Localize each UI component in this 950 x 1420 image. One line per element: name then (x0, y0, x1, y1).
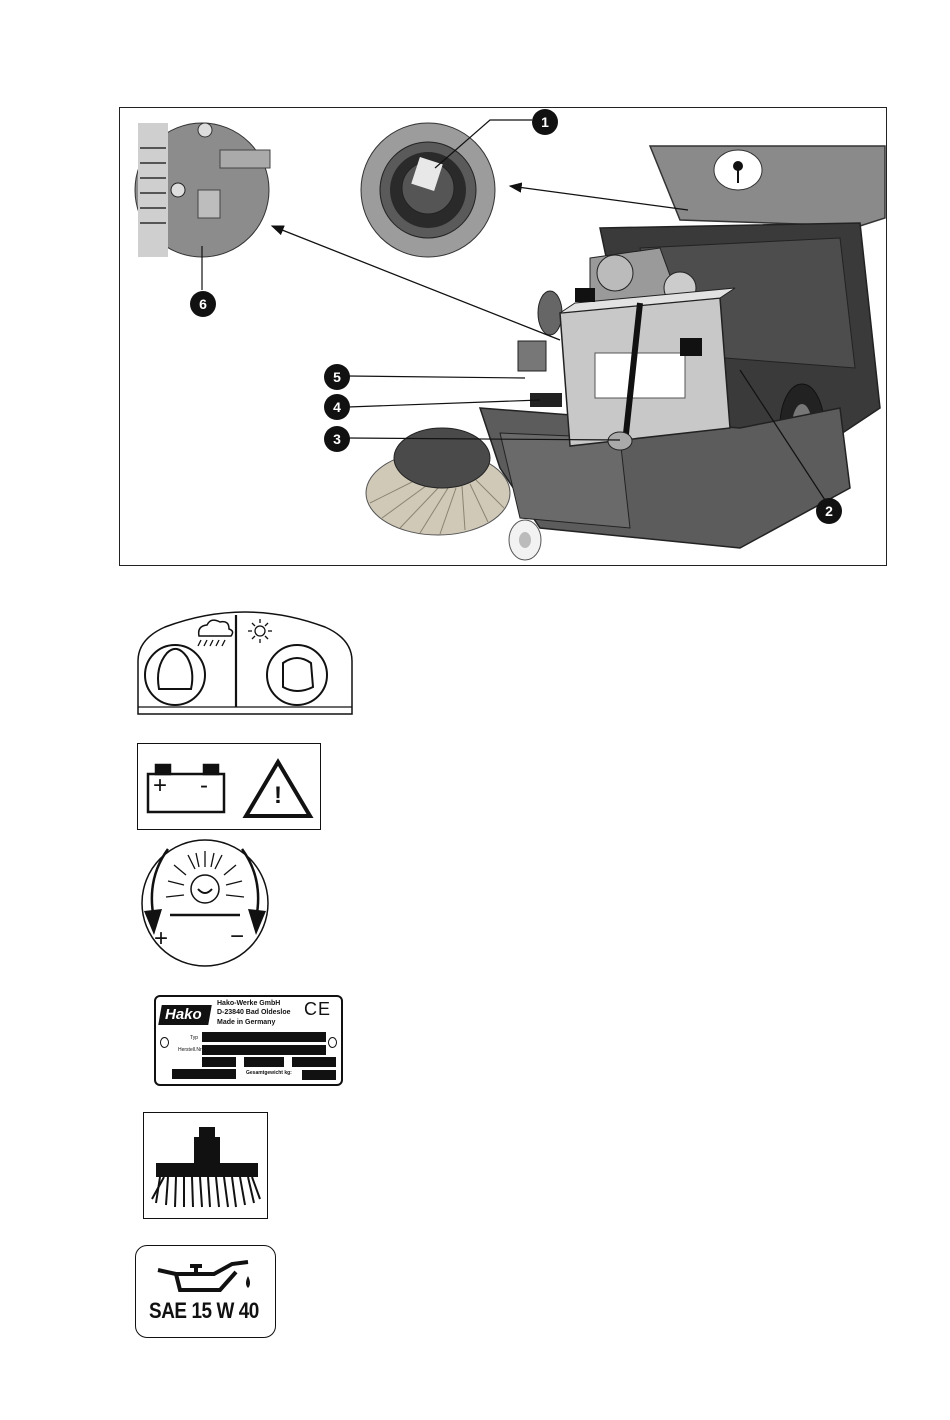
type-plate: Hako Hako-Werke GmbH D-23840 Bad Oldeslo… (154, 995, 343, 1086)
callout-5: 5 (324, 364, 350, 390)
plate-redaction (202, 1057, 236, 1067)
plate-redaction (302, 1070, 336, 1080)
battery-plus-label: + (153, 772, 167, 800)
plate-redaction (244, 1057, 284, 1067)
oil-filler (608, 432, 632, 450)
callout-3: 3 (324, 426, 350, 452)
type-plate-small (198, 190, 220, 218)
oil-grade-label: SAE 15 W 40 (149, 1298, 259, 1324)
hopper-lid (650, 146, 885, 226)
plate-hole-right (328, 1037, 337, 1048)
sweeper-illustration (120, 108, 887, 566)
plate-field-serial: Herstell.Nr (178, 1046, 202, 1054)
callout-6: 6 (190, 291, 216, 317)
lever-5 (518, 341, 546, 371)
front-housing (500, 433, 630, 528)
plate-address: D-23840 Bad Oldesloe (217, 1009, 291, 1017)
plate-company: Hako-Werke GmbH (217, 1000, 280, 1008)
drive-pulley (538, 291, 562, 335)
brush-cover (394, 428, 490, 488)
leader-5 (348, 376, 525, 378)
plate-field-weight: Gesamtgewicht kg: (246, 1069, 292, 1077)
brush-icon (156, 1163, 258, 1177)
brush-weight-symbol (143, 1112, 268, 1219)
plate-field-type: Typ (190, 1034, 198, 1042)
battery-terminal (680, 338, 702, 356)
filter-weather-symbol (137, 609, 353, 715)
ce-mark: CE (304, 999, 331, 1020)
callout-4: 4 (324, 394, 350, 420)
plate-hole-left (160, 1037, 169, 1048)
callout-1: 1 (532, 109, 558, 135)
hako-logo-text: Hako (165, 1006, 202, 1024)
brush-minus-label: − (230, 923, 244, 951)
brush-plus-label: + (154, 925, 168, 953)
callout-2: 2 (816, 498, 842, 524)
warning-mark: ! (274, 782, 282, 810)
plate-redaction (292, 1057, 336, 1067)
machine-overview-figure: 1 2 3 4 5 6 (119, 107, 887, 566)
oil-can-icon (158, 1262, 248, 1290)
plate-redaction (202, 1045, 326, 1055)
battery-label (595, 353, 685, 398)
battery-warning-symbol: + - ! (137, 743, 321, 830)
arrow-to-inset-1 (510, 186, 688, 210)
plate-origin: Made in Germany (217, 1019, 275, 1027)
plate-redaction (202, 1032, 326, 1042)
oil-drop-icon (246, 1276, 250, 1288)
lid-knob (733, 161, 743, 171)
plate-redaction (172, 1069, 236, 1079)
battery-minus-label: - (200, 772, 208, 800)
oil-symbol: SAE 15 W 40 (135, 1245, 276, 1338)
battery-terminal (575, 288, 595, 302)
leader-4 (348, 400, 540, 407)
weight-icon (194, 1127, 220, 1163)
brush-adjust-symbol: + − (136, 839, 274, 967)
